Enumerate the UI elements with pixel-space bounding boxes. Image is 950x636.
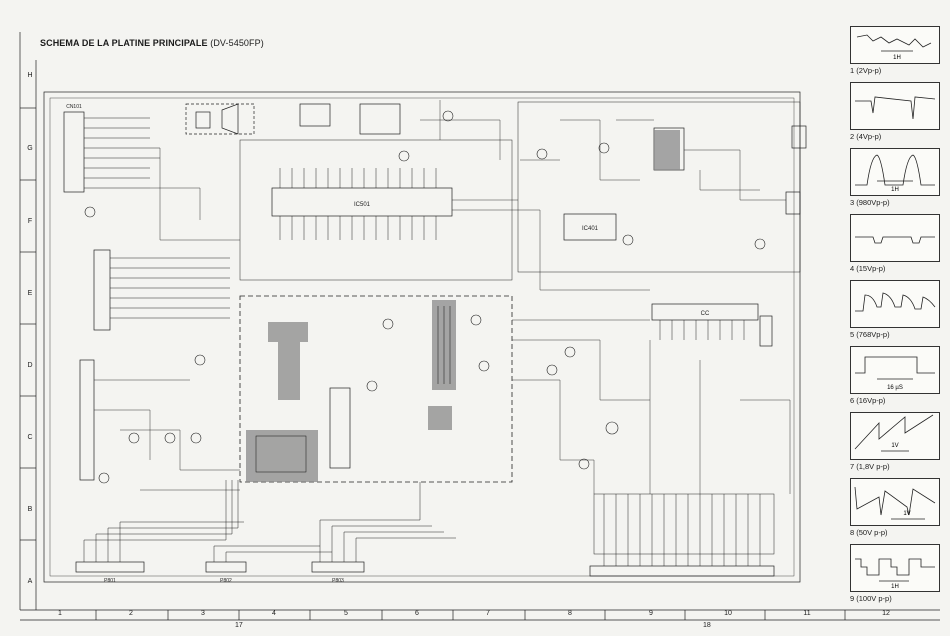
top-relay xyxy=(359,103,401,135)
deflection-section xyxy=(517,101,801,273)
connector-lower-left xyxy=(79,359,95,481)
page-title: SCHEMA DE LA PLATINE PRINCIPALE (DV-5450… xyxy=(40,38,264,48)
deflection-ic-label: IC401 xyxy=(582,226,599,232)
waveform-7-caption: 7 (1,8V p-p) xyxy=(850,462,890,471)
main-ic xyxy=(271,187,453,217)
connector-top-left-label: CN101 xyxy=(66,104,82,110)
title-main: SCHEMA DE LA PLATINE PRINCIPALE xyxy=(40,38,208,48)
tuner-coil xyxy=(195,111,211,129)
row-label-h: H xyxy=(27,72,33,79)
connector-bottom-center xyxy=(311,561,365,573)
waveform-2-caption: 2 (4Vp-p) xyxy=(850,132,882,141)
waveform-6-marker: 16 µS xyxy=(887,385,903,391)
connector-mid-right xyxy=(785,191,801,215)
waveform-9-box: 1H xyxy=(850,544,940,592)
col-label-1: 1 xyxy=(58,610,62,617)
cc-ic-pins xyxy=(659,320,745,340)
col-label-8: 8 xyxy=(568,610,572,617)
row-label-d: D xyxy=(27,362,33,369)
col-label-5: 5 xyxy=(344,610,348,617)
col-label-10: 10 xyxy=(724,610,732,617)
row-ticks xyxy=(20,107,36,541)
main-ic-label: IC501 xyxy=(354,202,371,208)
connector-top-left-pins xyxy=(84,117,160,189)
row-label-a: A xyxy=(27,578,33,585)
transistors xyxy=(84,110,766,484)
connector-top-left xyxy=(63,111,85,193)
waveform-4-caption: 4 (15Vp-p) xyxy=(850,264,886,273)
main-ic-pins xyxy=(279,168,437,240)
shaded-region-details xyxy=(255,306,451,473)
col-label-4: 4 xyxy=(272,610,276,617)
bottom-right-block xyxy=(593,493,775,555)
connector-bottom-left xyxy=(75,561,145,573)
waveform-5-box xyxy=(850,280,940,328)
waveform-2-box xyxy=(850,82,940,130)
column-ticks xyxy=(95,610,846,620)
speaker-symbol xyxy=(221,103,239,135)
connector-mid-left xyxy=(93,249,111,331)
waveform-6-caption: 6 (16Vp-p) xyxy=(850,396,886,405)
connector-top-right xyxy=(791,125,807,149)
connector-bottom-center-label: P803 xyxy=(332,578,344,584)
col-label-7: 7 xyxy=(486,610,490,617)
waveform-9-caption: 9 (100V p-p) xyxy=(850,594,892,603)
waveform-3-marker: 1H xyxy=(891,187,899,193)
connector-bottom-mid xyxy=(205,561,247,573)
connector-bottom-right xyxy=(589,565,775,577)
waveform-8-box: 1V xyxy=(850,478,940,526)
connector-bottom-left-label: P801 xyxy=(104,578,116,584)
connector-bottom-mid-label: P802 xyxy=(220,578,232,584)
col-label-3: 3 xyxy=(201,610,205,617)
cc-ic-label: CC xyxy=(701,311,710,317)
row-label-g: G xyxy=(27,145,33,152)
row-label-f: F xyxy=(27,218,33,225)
tuner-box xyxy=(185,103,255,135)
col-label-6: 6 xyxy=(415,610,419,617)
deflection-ic xyxy=(563,213,617,241)
cc-connector xyxy=(759,315,773,347)
col-label-12: 12 xyxy=(882,610,890,617)
waveform-1-box: 1H xyxy=(850,26,940,64)
top-ic xyxy=(299,103,331,127)
bottom-bus xyxy=(83,480,456,562)
waveform-5-caption: 5 (768Vp-p) xyxy=(850,330,890,339)
board-outline xyxy=(43,91,801,583)
col-label-11: 11 xyxy=(803,610,811,617)
waveform-8-caption: 8 (50V p-p) xyxy=(850,528,888,537)
shaded-regions xyxy=(246,130,680,482)
waveform-3-caption: 3 (980Vp-p) xyxy=(850,198,890,207)
power-section-outline xyxy=(239,295,513,483)
waveform-1-marker: 1H xyxy=(893,55,901,61)
row-label-e: E xyxy=(27,290,33,297)
waveform-8-marker: 1V xyxy=(903,511,910,517)
row-label-b: B xyxy=(27,506,33,513)
waveform-9-marker: 1H xyxy=(891,584,899,590)
title-model: (DV-5450FP) xyxy=(210,38,264,48)
waveform-3-box: 1H xyxy=(850,148,940,196)
col-label-9: 9 xyxy=(649,610,653,617)
board-inner-bus xyxy=(49,97,795,577)
waveform-7-marker: 1V xyxy=(891,443,898,449)
waveform-4-box xyxy=(850,214,940,262)
cc-ic xyxy=(651,303,759,321)
power-ic xyxy=(329,387,351,469)
col-label-2: 2 xyxy=(129,610,133,617)
bottom-right-pins xyxy=(603,494,761,566)
waveform-6-box: 16 µS xyxy=(850,346,940,394)
connector-mid-left-pins xyxy=(110,257,230,319)
waveform-1-caption: 1 (2Vp-p) xyxy=(850,66,882,75)
page-number-left: 17 xyxy=(235,622,243,629)
row-label-c: C xyxy=(27,434,33,441)
page-number-right: 18 xyxy=(703,622,711,629)
waveform-7-box: 1V xyxy=(850,412,940,460)
wiring xyxy=(94,100,791,494)
